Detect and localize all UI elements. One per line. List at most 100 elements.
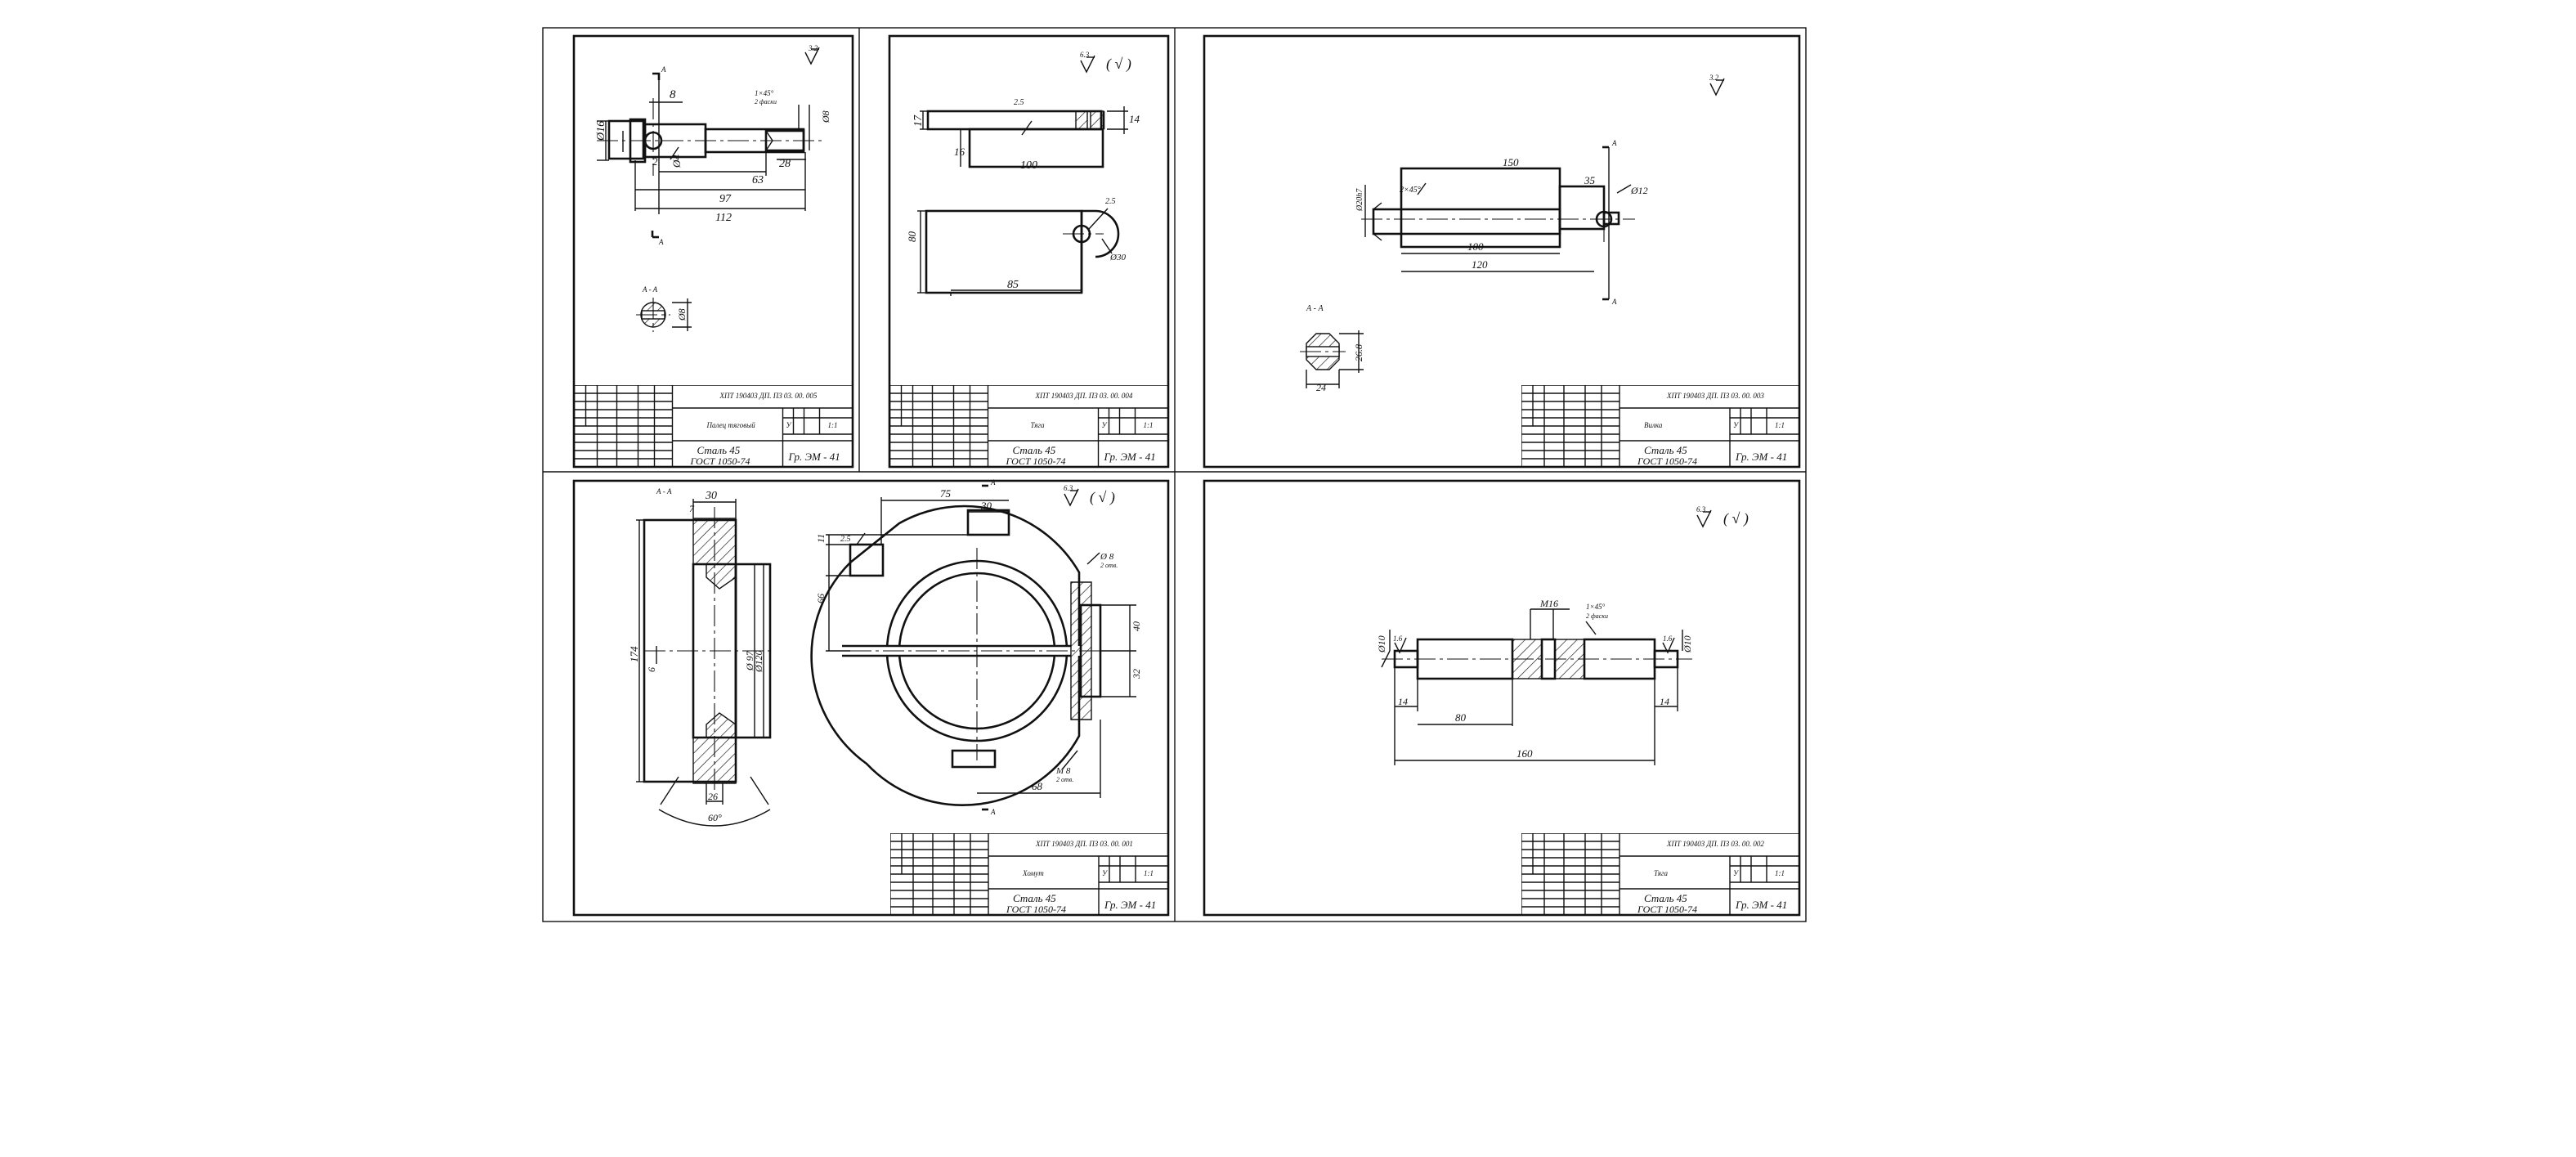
clamp-roughness-label: 6.3 [1064, 484, 1073, 492]
clamp-tb-scale: 1:1 [1144, 869, 1154, 877]
shaft-frame [1203, 34, 1801, 469]
clamp-dim-h174: 174 [628, 646, 640, 662]
pin-dim-l112: 112 [715, 212, 732, 224]
rod-tb-letter: У [1733, 869, 1739, 877]
clamp-dim-h66: 66 [815, 594, 827, 603]
pin-roughness-label: 3.2 [808, 44, 818, 52]
lever-tb-letter: У [1102, 421, 1108, 429]
rod-roughness-paren: ( √ ) [1723, 510, 1749, 527]
lever-tb-group: Гр. ЭМ - 41 [1104, 451, 1156, 463]
lever-dim-d30: Ø30 [1109, 253, 1126, 262]
rod-tb-scale: 1:1 [1775, 869, 1785, 877]
clamp-dim-d97: Ø 97 [744, 650, 755, 671]
rod-dim-r16: 1.6 [1393, 635, 1403, 643]
lever-tb-name: Тяга [1031, 421, 1045, 429]
pin-cut-label-top: A [661, 65, 666, 74]
shaft-sec-w: 24 [1316, 382, 1326, 393]
panel-lever: 6.3 ( √ ) 17 16 100 14 2.5 [888, 34, 1170, 469]
clamp-dim-h32: 32 [1131, 669, 1142, 679]
pin-cut-top [652, 72, 661, 80]
rod-frame [1203, 479, 1801, 917]
lever-dim-r25b: 2.5 [1105, 197, 1116, 206]
clamp-dim-w26: 26 [708, 791, 718, 802]
lever-tb-code: ХПТ 190403 ДП. ПЗ 03. 00. 004 [1035, 392, 1133, 400]
clamp-cut-label-bottom: А [990, 808, 996, 816]
pin-title-block: ХПТ 190403 ДП. ПЗ 03. 00. 005 Палец тяго… [575, 385, 853, 467]
pin-tb-scale: 1:1 [828, 421, 838, 429]
shaft-dim-l120: 120 [1472, 258, 1488, 271]
shaft-tb-name: Вилка [1644, 421, 1663, 429]
shaft-chamfer: 2×45° [1400, 186, 1421, 195]
clamp-roughness-icon [1064, 488, 1079, 507]
rod-roughness-label: 6.3 [1696, 505, 1706, 513]
rod-chamfer: 1×45° [1586, 603, 1606, 611]
rod-roughness-small-right-icon [1662, 637, 1675, 654]
clamp-roughness-paren: ( √ ) [1090, 489, 1115, 506]
clamp-tb-group: Гр. ЭМ - 41 [1104, 899, 1156, 911]
shaft-cut-label-top: А [1611, 139, 1617, 147]
shaft-tb-code: ХПТ 190403 ДП. ПЗ 03. 00. 003 [1666, 392, 1764, 400]
clamp-section-label: А - А [656, 487, 672, 496]
rod-title-block: ХПТ 190403 ДП. ПЗ 03. 00. 002 Тяга У 1:1… [1521, 833, 1799, 915]
rod-tb-group: Гр. ЭМ - 41 [1735, 899, 1787, 911]
lever-tb-standard: ГОСТ 1050-74 [1006, 455, 1066, 467]
clamp-dim-l68: 68 [1032, 780, 1043, 792]
rod-part [1381, 608, 1692, 765]
rod-tb-name: Тяга [1654, 869, 1668, 877]
pin-dim-l28: 28 [779, 158, 791, 170]
clamp-dim-l30: 30 [980, 500, 992, 512]
shaft-cut-label-bottom: А [1611, 298, 1617, 306]
sheet-grid [542, 27, 1807, 922]
pin-dim-h2: 2 [652, 155, 658, 168]
clamp-cut-label-top: А [990, 478, 996, 487]
rod-roughness-icon [1696, 509, 1712, 528]
shaft-section [1300, 330, 1364, 388]
pin-chamfer: 1×45° [755, 89, 774, 97]
rod-dim-m16: М16 [1539, 598, 1558, 609]
clamp-dim-d8-sub: 2 отв. [1100, 562, 1118, 569]
rod-dim-l80: 80 [1455, 711, 1467, 724]
pin-dim-d4: Ø4 [670, 155, 683, 168]
rod-dim-l14a: 14 [1398, 696, 1408, 707]
shaft-part [1361, 147, 1635, 299]
panel-pin: 3.2 [572, 34, 854, 469]
pin-section [636, 298, 692, 332]
clamp-dim-m8: М 8 [1055, 766, 1071, 776]
clamp-tb-letter: У [1102, 869, 1108, 877]
pin-part [597, 74, 824, 214]
pin-tb-standard: ГОСТ 1050-74 [690, 455, 750, 467]
pin-section-label: A - A [642, 285, 658, 294]
clamp-dim-d8: Ø 8 [1100, 552, 1114, 562]
clamp-frame [572, 479, 1170, 917]
pin-tb-material: Сталь 45 [697, 444, 741, 456]
lever-frame [888, 34, 1170, 469]
shaft-sec-h: 26.8 [1353, 344, 1364, 361]
clamp-dim-r25: 2.5 [840, 535, 851, 544]
pin-dim-l63: 63 [752, 174, 764, 186]
lever-top-view [920, 106, 1128, 168]
clamp-tb-code: ХПТ 190403 ДП. ПЗ 03. 00. 001 [1035, 840, 1133, 848]
clamp-tb-name: Хомут [1022, 869, 1044, 877]
clamp-front-view [810, 497, 1136, 806]
clamp-tb-standard: ГОСТ 1050-74 [1006, 904, 1066, 915]
shaft-roughness-label: 3.2 [1709, 74, 1719, 82]
panel-shaft: 3.2 150 35 Ø12 100 120 2×45° Ø20h7 [1203, 34, 1801, 469]
shaft-section-label: А - А [1306, 304, 1324, 313]
shaft-roughness-icon [1709, 78, 1725, 96]
pin-chamfer-sub: 2 фаски [755, 98, 777, 105]
lever-roughness-paren: ( √ ) [1106, 56, 1131, 73]
pin-dim-l97: 97 [719, 193, 732, 205]
lever-front-view [917, 208, 1120, 296]
shaft-dim-l100: 100 [1467, 240, 1484, 253]
clamp-dim-w30: 30 [705, 490, 717, 502]
lever-roughness-icon [1080, 55, 1095, 74]
clamp-dim-m8-sub: 2 отв. [1056, 776, 1073, 783]
clamp-dim-l75: 75 [940, 487, 952, 500]
pin-frame [572, 34, 854, 469]
shaft-dim-d20: Ø20h7 [1355, 188, 1364, 212]
shaft-dim-l150: 150 [1503, 156, 1519, 168]
rod-chamfer-sub: 2 фаски [1586, 612, 1608, 620]
pin-dim-d16: Ø16 [595, 121, 607, 141]
shaft-dim-d12: Ø12 [1630, 185, 1648, 196]
